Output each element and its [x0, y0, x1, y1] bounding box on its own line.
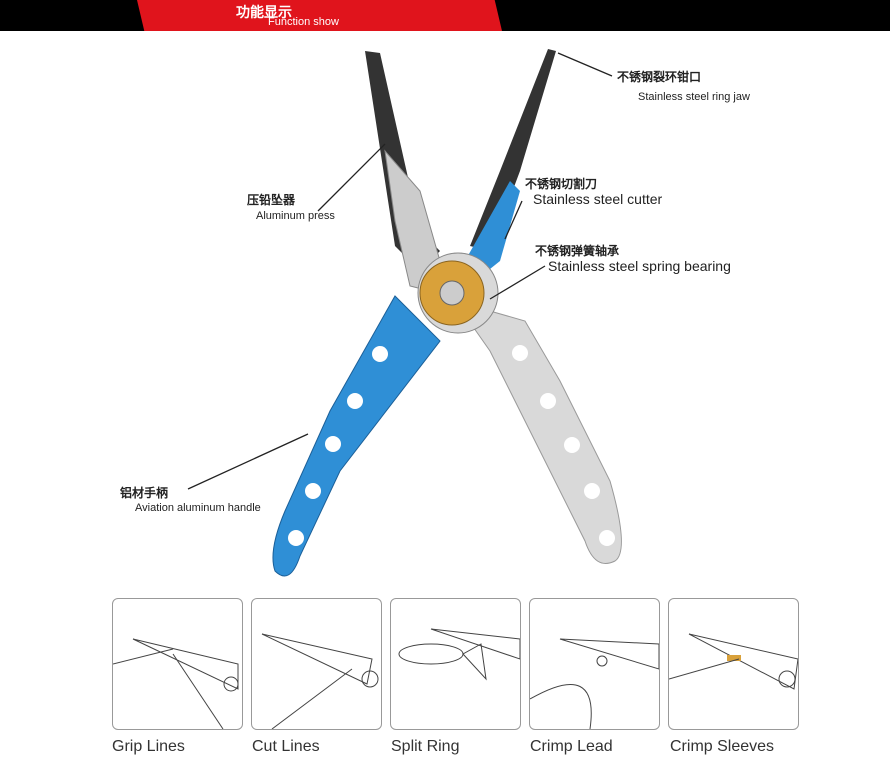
- header-title-cn: 功能显示: [236, 4, 292, 20]
- function-caption-crimp-sleeves: Crimp Sleeves: [670, 738, 775, 755]
- header-tab: [137, 0, 502, 31]
- callout-handle-cn: 铝材手柄: [120, 486, 169, 500]
- callout-ring-jaw-cn: 不锈钢裂环钳口: [617, 70, 702, 84]
- silver-handle: [453, 300, 622, 564]
- callout-cutter-cn: 不锈钢切割刀: [525, 177, 598, 191]
- callout-ring-jaw-en: Stainless steel ring jaw: [638, 91, 750, 103]
- callout-cutter-en: Stainless steel cutter: [533, 191, 663, 207]
- callout-bearing-cn: 不锈钢弹簧轴承: [535, 244, 620, 258]
- function-panel-crimp-sleeves: [668, 598, 799, 730]
- callout-press-en: Aluminum press: [256, 210, 335, 222]
- header-title-en: Function show: [268, 16, 339, 28]
- function-panel-cut-lines: [251, 598, 382, 730]
- pliers-illustration: [187, 49, 622, 577]
- function-panel-crimp-lead: [529, 598, 660, 730]
- function-panel-split-ring: [390, 598, 521, 730]
- function-panel-grip-lines: [112, 598, 243, 730]
- blue-handle: [272, 295, 441, 577]
- callout-handle-en: Aviation aluminum handle: [135, 502, 261, 514]
- right-jaw-body: [465, 181, 520, 281]
- function-caption-split-ring: Split Ring: [391, 738, 460, 755]
- left-jaw: [365, 51, 440, 271]
- function-caption-crimp-lead: Crimp Lead: [530, 738, 613, 755]
- function-caption-grip-lines: Grip Lines: [112, 738, 185, 755]
- function-caption-cut-lines: Cut Lines: [252, 738, 320, 755]
- callout-bearing-en: Stainless steel spring bearing: [548, 258, 731, 274]
- right-jaw: [470, 49, 556, 251]
- callout-press-cn: 压铅坠器: [247, 193, 296, 207]
